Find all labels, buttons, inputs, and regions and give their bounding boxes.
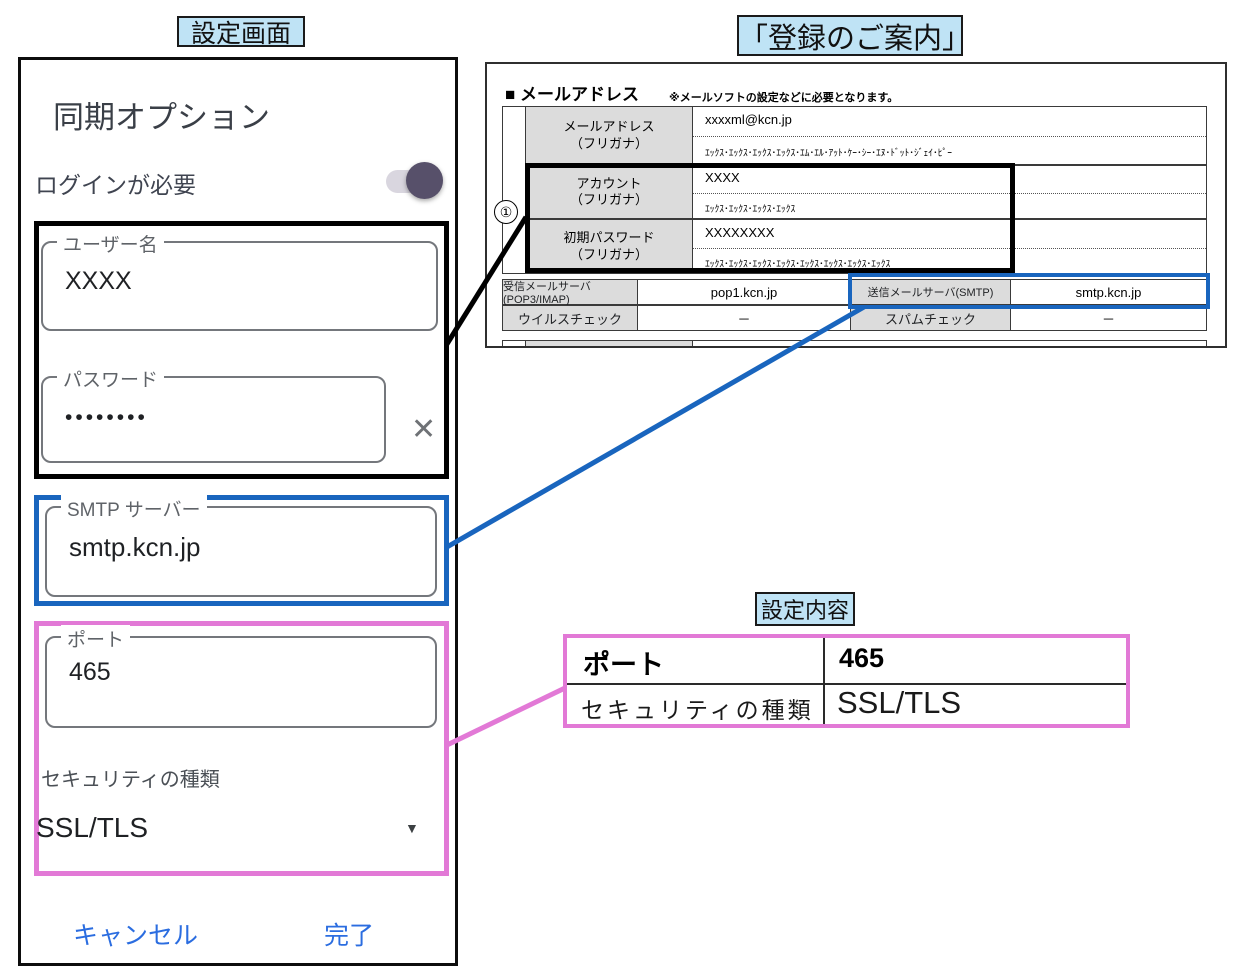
cancel-button[interactable]: キャンセル [73, 922, 199, 950]
virus-check-label: ウイルスチェック [502, 305, 638, 331]
security-type-label: セキュリティの種類 [41, 769, 220, 791]
guide-number-column [502, 106, 526, 274]
security-type-select[interactable]: SSL/TLS [36, 812, 149, 843]
highlight-box-smtp [34, 495, 449, 606]
security-row-value: SSL/TLS [837, 685, 962, 720]
highlight-box-port-security [34, 621, 449, 876]
page-title: 同期オプション [53, 100, 270, 135]
port-row-label: ポート [583, 650, 664, 680]
table-hline [567, 683, 1126, 685]
guide-next-block-gray-cell [525, 340, 693, 346]
highlight-box-account-password [525, 163, 1015, 273]
callout-registration-guide: 「登録のご案内」 [737, 15, 971, 56]
account-value: XXXX [705, 170, 740, 185]
username-field-value: XXXX [65, 267, 132, 295]
guide-note: ※メールソフトの設定などに必要となります。 [669, 92, 899, 104]
smtp-server-field-value: smtp.kcn.jp [69, 532, 201, 562]
settings-panel: 同期オプション ログインが必要 ユーザー名 XXXX パスワード •••••••… [18, 57, 458, 966]
registration-guide-snippet: ■ メールアドレス ※メールソフトの設定などに必要となります。 ① メールアドレ… [485, 62, 1227, 348]
port-field-label: ポート [61, 625, 131, 652]
username-field-label: ユーザー名 [57, 230, 164, 257]
guide-row-value-cell: XXXXXXXX ｴｯｸｽ･ｴｯｸｽ･ｴｯｸｽ･ｴｯｸｽ･ｴｯｸｽ･ｴｯｸｽ･ｴ… [692, 219, 1207, 274]
guide-section-title: ■ メールアドレス [505, 85, 639, 104]
guide-row-value-cell: xxxxml@kcn.jp ｴｯｸｽ･ｴｯｸｽ･ｴｯｸｽ･ｴｯｸｽ･ｴﾑ･ｴﾙ･… [692, 106, 1207, 165]
guide-row-label: アカウント （フリガナ） [525, 165, 693, 219]
login-required-toggle[interactable] [386, 162, 443, 199]
account-furigana: ｴｯｸｽ･ｴｯｸｽ･ｴｯｸｽ･ｴｯｸｽ [705, 204, 796, 215]
callout-settings-content: 設定内容 [755, 592, 855, 626]
guide-row-label: メールアドレス （フリガナ） [525, 106, 693, 165]
clear-password-icon[interactable]: ✕ [411, 413, 437, 446]
password-field[interactable]: パスワード •••••••• [41, 365, 386, 463]
smtp-server-field-label: SMTP サーバー [61, 495, 207, 522]
circled-number: ① [494, 200, 518, 224]
toggle-knob [406, 162, 443, 199]
highlight-box-send-server [848, 273, 1210, 309]
recv-server-label: 受信メールサーバ(POP3/IMAP) [502, 279, 638, 306]
password-field-label: パスワード [57, 365, 165, 392]
port-field[interactable]: ポート 465 [45, 625, 437, 728]
done-button[interactable]: 完了 [324, 922, 375, 950]
mail-address-value: xxxxml@kcn.jp [705, 112, 792, 127]
port-field-value: 465 [69, 658, 111, 686]
virus-check-value: － [637, 305, 851, 331]
username-field[interactable]: ユーザー名 XXXX [41, 230, 438, 331]
guide-row-label: 初期パスワード （フリガナ） [525, 219, 693, 274]
initial-password-furigana: ｴｯｸｽ･ｴｯｸｽ･ｴｯｸｽ･ｴｯｸｽ･ｴｯｸｽ･ｴｯｸｽ･ｴｯｸｽ･ｴｯｸｽ [705, 259, 891, 270]
login-required-label: ログインが必要 [35, 172, 196, 198]
password-field-value: •••••••• [65, 406, 148, 429]
table-vline [823, 638, 825, 724]
initial-password-value: XXXXXXXX [705, 225, 775, 240]
send-server-value: smtp.kcn.jp [1010, 279, 1207, 305]
chevron-down-icon: ▼ [405, 820, 419, 836]
callout-settings-screen: 設定画面 [177, 16, 305, 48]
recv-server-value: pop1.kcn.jp [637, 279, 851, 305]
settings-content-table: ポート 465 セキュリティの種類 SSL/TLS [563, 634, 1130, 728]
smtp-server-field[interactable]: SMTP サーバー smtp.kcn.jp [45, 495, 437, 597]
connector-pink [445, 685, 567, 748]
mail-address-furigana: ｴｯｸｽ･ｴｯｸｽ･ｴｯｸｽ･ｴｯｸｽ･ｴﾑ･ｴﾙ･ｱｯﾄ･ｹｰ･ｼｰ･ｴﾇ･ﾄ… [705, 148, 953, 159]
port-row-value: 465 [839, 643, 885, 673]
security-row-label: セキュリティの種類 [581, 697, 814, 723]
